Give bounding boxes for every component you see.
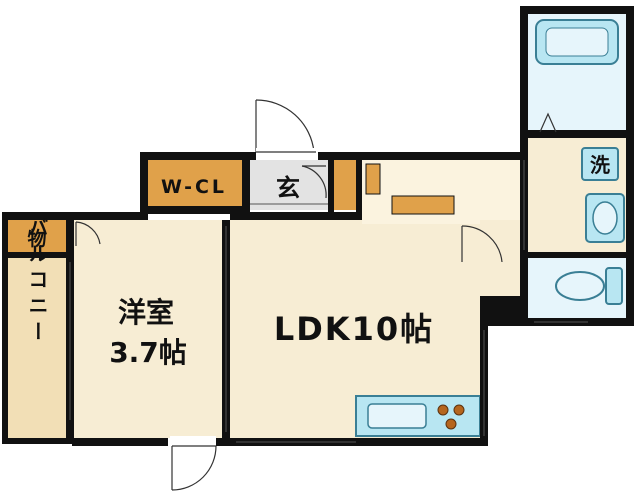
genkan-floor (250, 160, 328, 210)
shoe-cabinet (334, 160, 356, 210)
storage-floor (8, 220, 66, 256)
wcl-floor (146, 160, 242, 208)
stove-burner-icon (437, 404, 449, 416)
door-swing-icon (170, 436, 217, 491)
kitchen-sink-icon (367, 403, 427, 429)
wcl-label: W-CL (161, 176, 227, 198)
door-swing-icon (539, 112, 557, 133)
window-lines (69, 226, 588, 443)
partition-lines (250, 160, 525, 250)
genkan-label: 玄 (276, 174, 300, 202)
western-room-name: 洋室 (118, 296, 174, 329)
balcony-label: バルコニー (25, 217, 49, 347)
western-room-size: 3.7帖 (109, 336, 187, 369)
ldk-shelf (391, 195, 455, 215)
stove-burner-icon (453, 404, 465, 416)
ldk-label: LDK10帖 (274, 310, 434, 348)
washroom-label: 洗 (590, 153, 610, 177)
storage-label: 物 (27, 227, 46, 250)
ldk-shelf (365, 163, 381, 195)
door-swing-icon (461, 225, 503, 263)
washroom-label-box (581, 147, 619, 181)
door-swing-icon (75, 221, 101, 246)
toilet-icon (605, 267, 623, 305)
western-room-floor (72, 220, 222, 438)
stove-burner-icon (445, 418, 457, 430)
door-swing-icon (301, 165, 327, 199)
door-swing-icon (255, 99, 316, 154)
balcony-floor (8, 258, 66, 438)
